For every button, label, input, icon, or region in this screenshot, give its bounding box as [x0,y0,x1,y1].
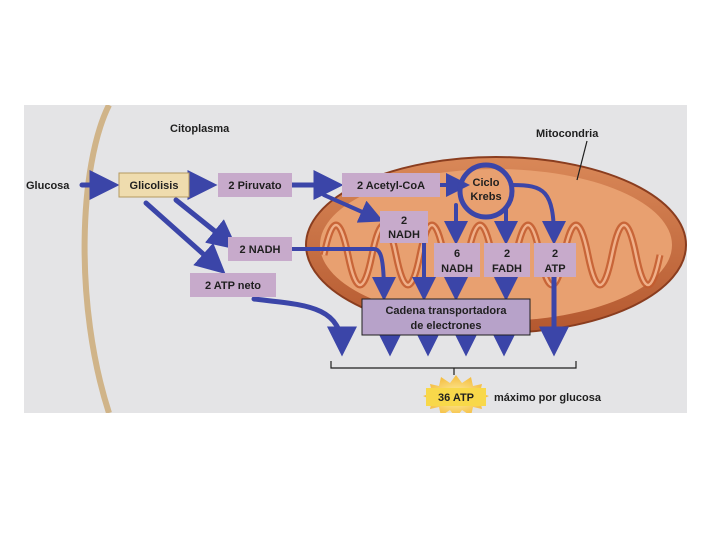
svg-text:NADH: NADH [388,229,420,241]
svg-text:2 Piruvato: 2 Piruvato [228,180,281,192]
acetyl-nadh-box: 2 NADH [380,211,428,243]
electron-transport-chain-box: Cadena transportadora de electrones [361,298,531,336]
svg-text:Ciclo: Ciclo [473,177,500,189]
cell-membrane [81,105,112,413]
svg-text:2 Acetyl-CoA: 2 Acetyl-CoA [357,180,425,192]
total-atp-burst: 36 ATP [423,375,489,413]
krebs-atp-box: 2 ATP [534,243,576,277]
svg-text:2: 2 [552,248,558,260]
arrow-atp-net-down [251,296,357,357]
pyruvate-box: 2 Piruvato [218,173,292,197]
mitochondria-pointer [576,140,588,181]
arrow-glycolysis-atp [143,200,226,274]
svg-text:2: 2 [504,248,510,260]
svg-text:ATP: ATP [544,263,565,275]
svg-text:2 ATP neto: 2 ATP neto [205,280,261,292]
svg-text:Cadena transportadora: Cadena transportadora [385,305,507,317]
krebs-cycle-loop [457,162,515,220]
glucose-label: Glucosa [26,180,70,192]
arrow-glycolysis-nadh [173,197,238,250]
glycolysis-box: Glicolisis [118,172,190,198]
arrow-pyruvate-nadh [322,193,384,223]
krebs-cycle-label: Ciclo Krebs [470,177,501,203]
acetyl-coa-box: 2 Acetyl-CoA [342,173,440,197]
fadh-box: 2 FADH [484,243,530,277]
svg-text:FADH: FADH [492,263,522,275]
svg-text:2: 2 [401,215,407,227]
cellular-respiration-diagram: Citoplasma Mitocondria Glucosa Glicolisi… [26,105,687,413]
krebs-nadh-box: 6 NADH [434,243,480,277]
diagram-panel: Citoplasma Mitocondria Glucosa Glicolisi… [24,105,687,413]
cytoplasm-label: Citoplasma [170,123,230,135]
svg-text:NADH: NADH [441,263,473,275]
svg-text:Krebs: Krebs [470,191,501,203]
total-atp-label: 36 ATP [438,392,474,404]
svg-text:de electrones: de electrones [411,320,482,332]
atp-net-box: 2 ATP neto [190,273,276,297]
glycolysis-nadh-box: 2 NADH [228,237,292,261]
per-glucose-label: máximo por glucosa [494,392,602,404]
flow-arrows [79,162,569,357]
arrow-krebs-atp [510,183,566,245]
svg-text:Glicolisis: Glicolisis [130,180,179,192]
svg-text:2 NADH: 2 NADH [240,244,281,256]
total-bracket [330,361,577,375]
svg-text:6: 6 [454,248,460,260]
mitochondria-label: Mitocondria [536,128,599,140]
arrow-nadh-etc [290,247,396,301]
